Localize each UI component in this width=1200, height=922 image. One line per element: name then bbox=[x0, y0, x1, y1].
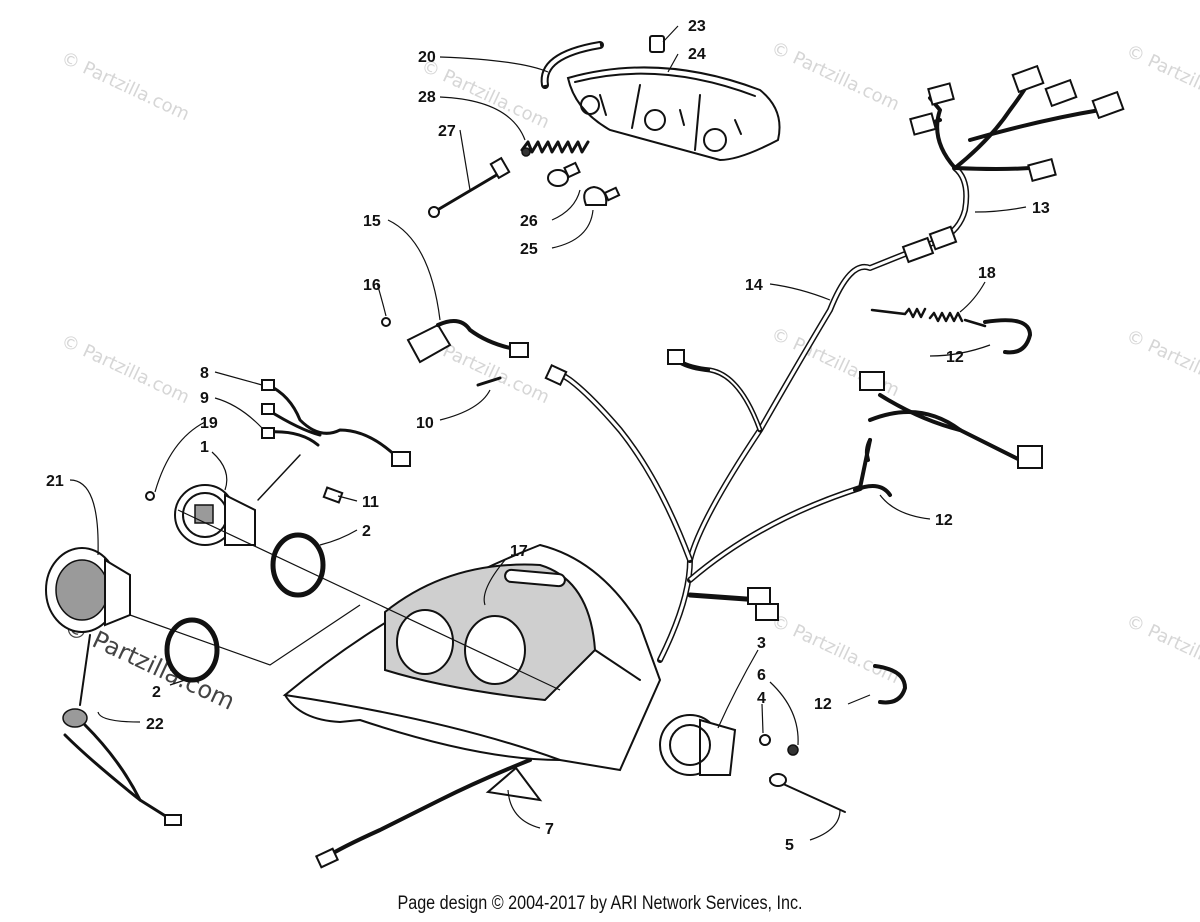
callout-6: 6 bbox=[757, 667, 766, 684]
watermark-5: © Partzilla.com bbox=[58, 330, 193, 408]
callout-8: 8 bbox=[200, 365, 209, 382]
callout-2-lower: 2 bbox=[152, 684, 161, 701]
callout-3: 3 bbox=[757, 635, 766, 652]
bezel-ring-1 bbox=[270, 532, 326, 598]
callout-16: 16 bbox=[363, 277, 381, 294]
callout-18: 18 bbox=[978, 265, 996, 282]
watermark-10: © Partzilla.com bbox=[768, 610, 903, 688]
callout-22: 22 bbox=[146, 716, 164, 733]
speedometer bbox=[45, 547, 131, 633]
callout-2-upper: 2 bbox=[362, 523, 371, 540]
pilot-lamp bbox=[62, 634, 182, 826]
callout-14: 14 bbox=[745, 277, 763, 294]
copyright-footer: Page design © 2004-2017 by ARI Network S… bbox=[397, 893, 803, 914]
hose-clamp-upper bbox=[983, 318, 1032, 355]
adjusting-bolt bbox=[428, 156, 511, 218]
watermark-1: © Partzilla.com bbox=[58, 47, 193, 125]
callout-13: 13 bbox=[1032, 200, 1050, 217]
callout-21: 21 bbox=[46, 473, 64, 490]
dash-panel bbox=[282, 543, 662, 772]
callout-1: 1 bbox=[200, 439, 209, 456]
callout-26: 26 bbox=[520, 213, 538, 230]
callout-15: 15 bbox=[363, 213, 381, 230]
callout-28: 28 bbox=[418, 89, 436, 106]
main-harness bbox=[544, 64, 1125, 663]
hose-clamp-lower bbox=[873, 664, 907, 705]
callout-27: 27 bbox=[438, 123, 456, 140]
hose-clamp-middle bbox=[853, 484, 892, 497]
callout-23: 23 bbox=[688, 18, 706, 35]
watermark-3: © Partzilla.com bbox=[768, 37, 903, 115]
callout-17: 17 bbox=[510, 543, 528, 560]
callout-labels: 20 23 24 28 27 26 25 15 16 10 8 9 19 1 1… bbox=[46, 18, 1050, 854]
callout-4: 4 bbox=[757, 690, 766, 707]
clip bbox=[649, 35, 665, 53]
watermark-11: © Partzilla.com bbox=[1123, 610, 1200, 688]
fuel-gauge bbox=[659, 714, 737, 776]
spring bbox=[520, 140, 590, 157]
callout-24: 24 bbox=[688, 46, 706, 63]
callout-7: 7 bbox=[545, 821, 554, 838]
ground-cable bbox=[323, 758, 532, 860]
voltage-regulator bbox=[381, 317, 529, 387]
bulb-socket bbox=[583, 185, 621, 206]
gauge-harness bbox=[257, 379, 411, 501]
bulb bbox=[547, 161, 581, 187]
leader-lines bbox=[69, 25, 1027, 841]
tachometer bbox=[145, 484, 256, 546]
callout-9: 9 bbox=[200, 390, 209, 407]
washer bbox=[759, 734, 771, 746]
warning-decal bbox=[485, 766, 543, 802]
tail-light-housing bbox=[566, 66, 781, 162]
callout-11: 11 bbox=[362, 494, 379, 511]
callout-25: 25 bbox=[520, 241, 538, 258]
harness-spring bbox=[870, 307, 987, 328]
bezel-ring-2 bbox=[164, 617, 220, 683]
watermark-8: © Partzilla.com bbox=[1123, 325, 1200, 403]
callout-12-upper: 12 bbox=[946, 349, 964, 366]
alignment-line-2 bbox=[129, 604, 361, 666]
callout-12-middle: 12 bbox=[935, 512, 953, 529]
alignment-line-1 bbox=[177, 509, 561, 691]
callout-5: 5 bbox=[785, 837, 794, 854]
callout-12-lower: 12 bbox=[814, 696, 832, 713]
watermark-4: © Partzilla.com bbox=[1123, 40, 1200, 118]
callout-19: 19 bbox=[200, 415, 218, 432]
callout-20: 20 bbox=[418, 49, 436, 66]
bulb-socket-11 bbox=[322, 486, 344, 504]
nut bbox=[787, 744, 799, 756]
callout-10: 10 bbox=[416, 415, 434, 432]
